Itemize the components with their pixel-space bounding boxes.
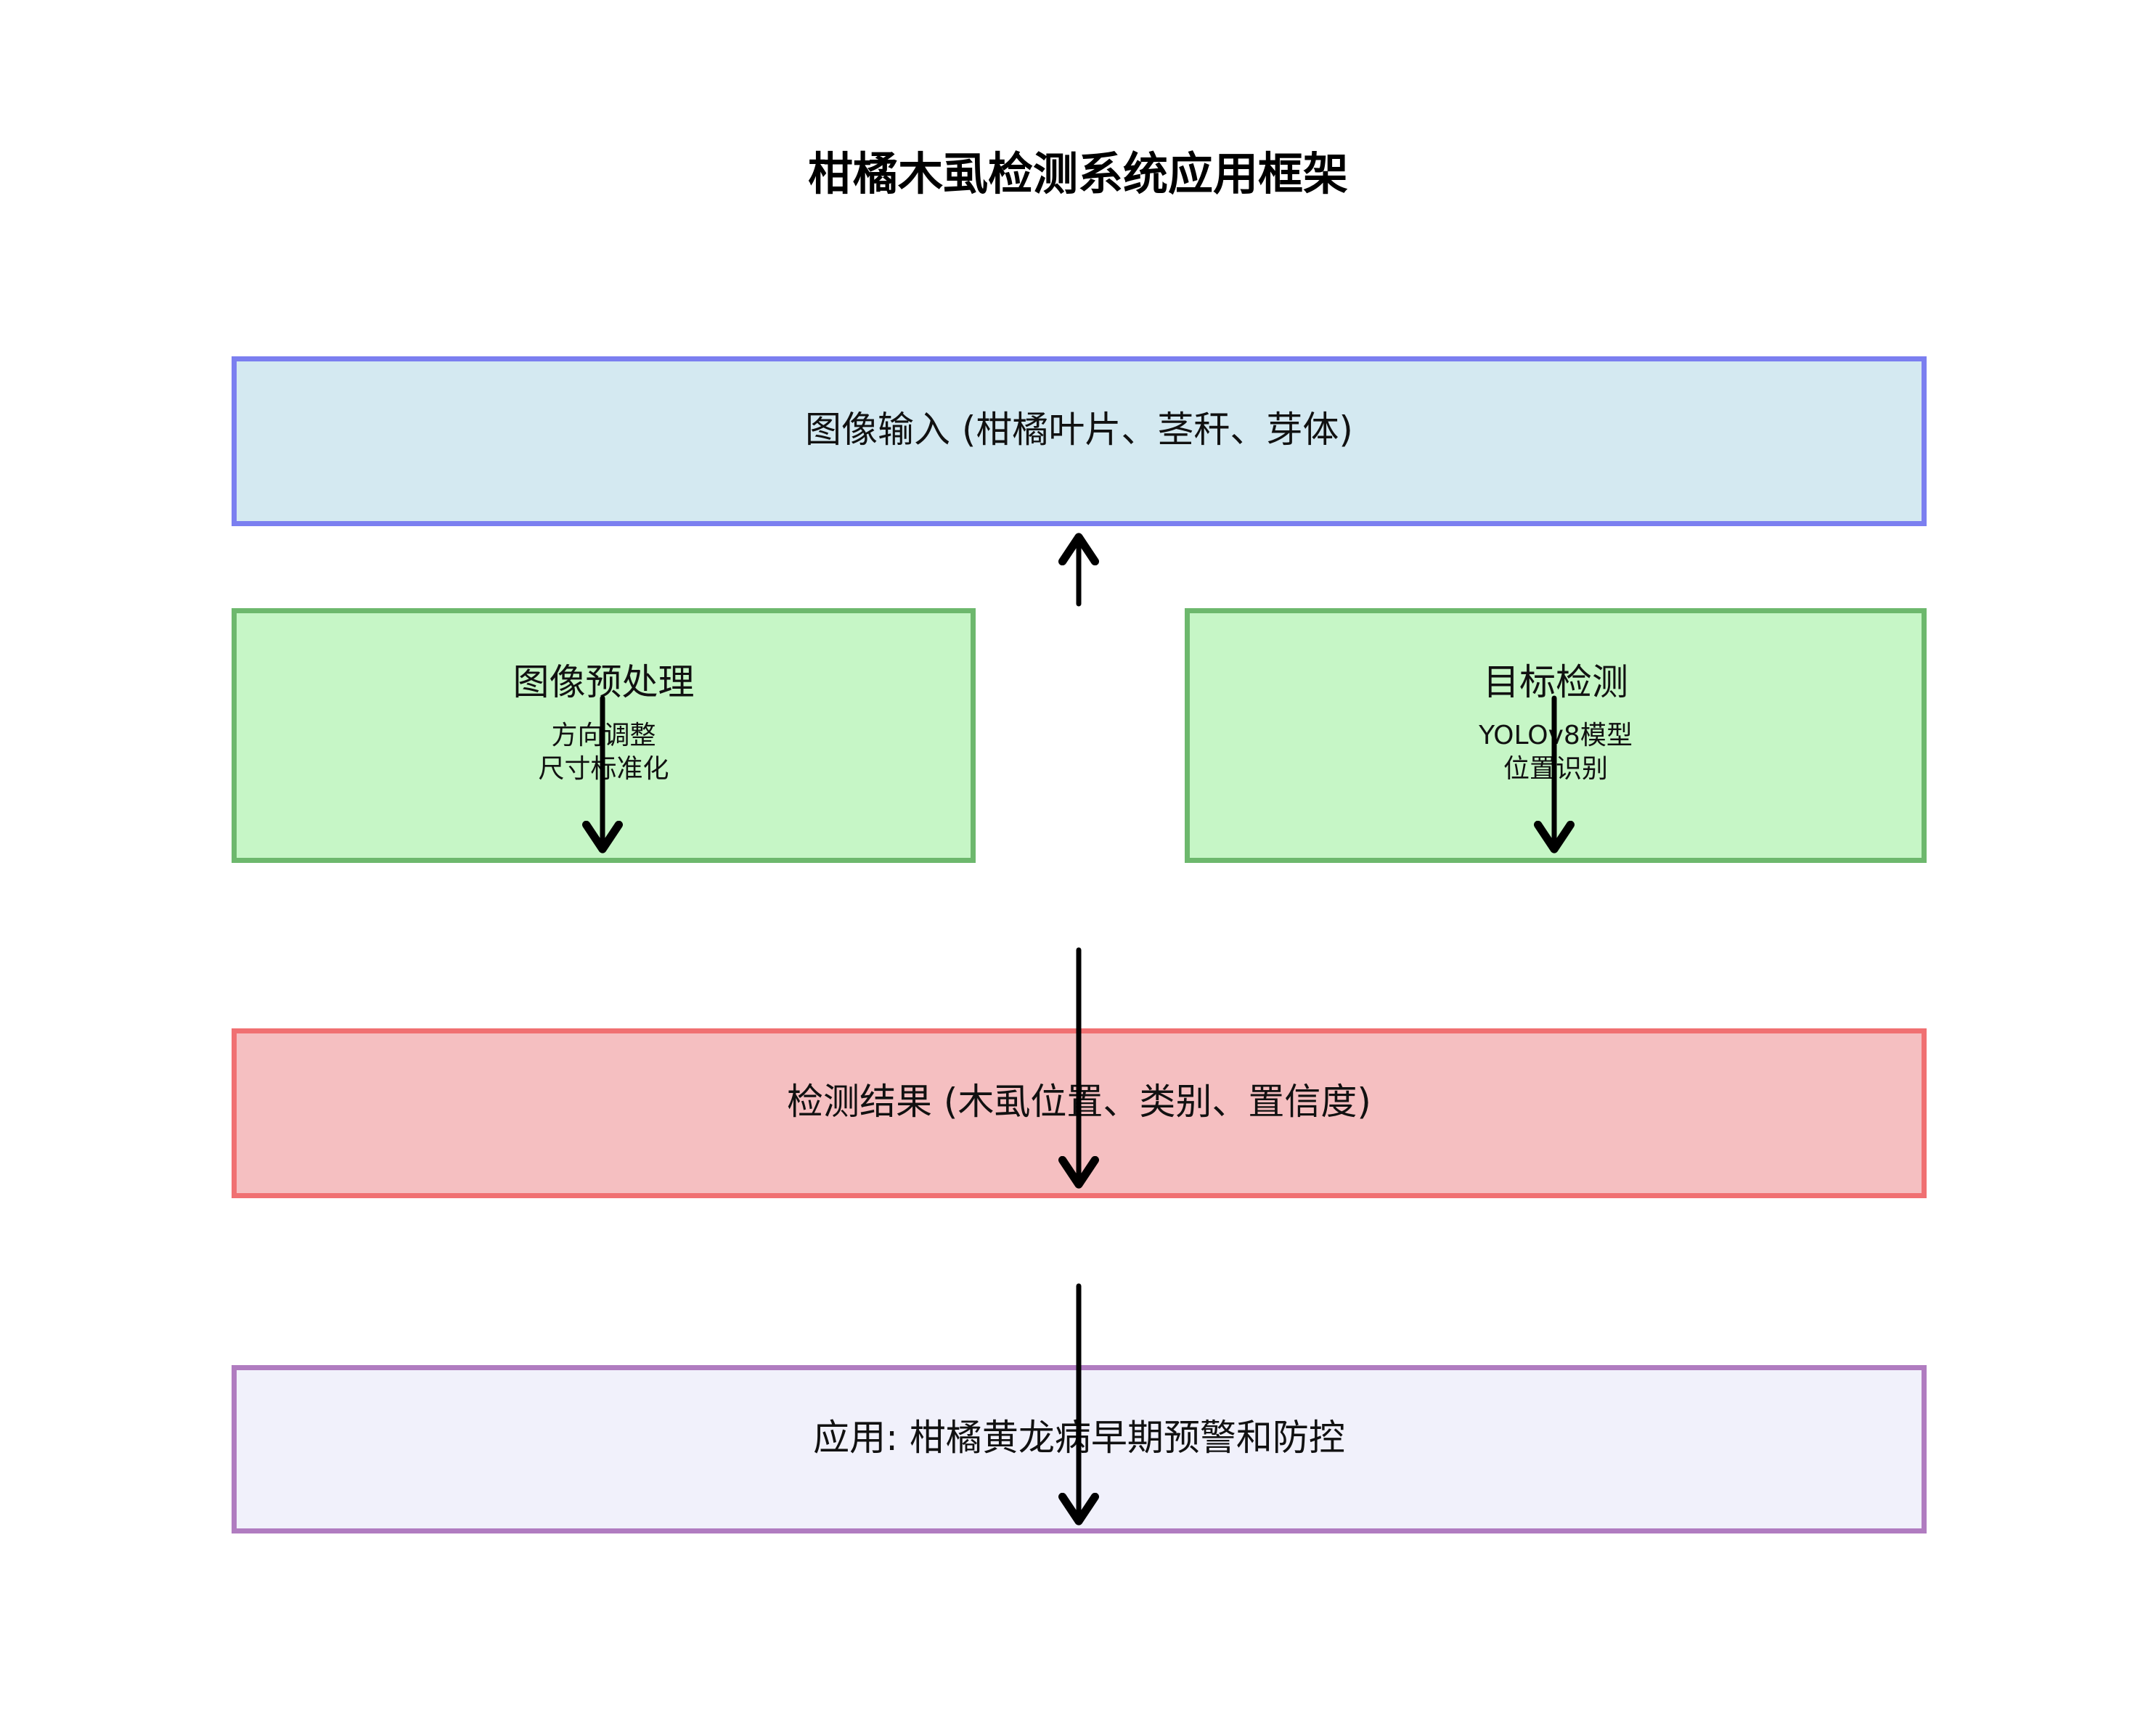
diagram-title: 柑橘木虱检测系统应用框架 bbox=[807, 147, 1348, 200]
image-input-box: 图像输入 (柑橘叶片、茎秆、芽体) bbox=[232, 356, 1927, 526]
image-input-label: 图像输入 (柑橘叶片、茎秆、芽体) bbox=[805, 409, 1353, 451]
